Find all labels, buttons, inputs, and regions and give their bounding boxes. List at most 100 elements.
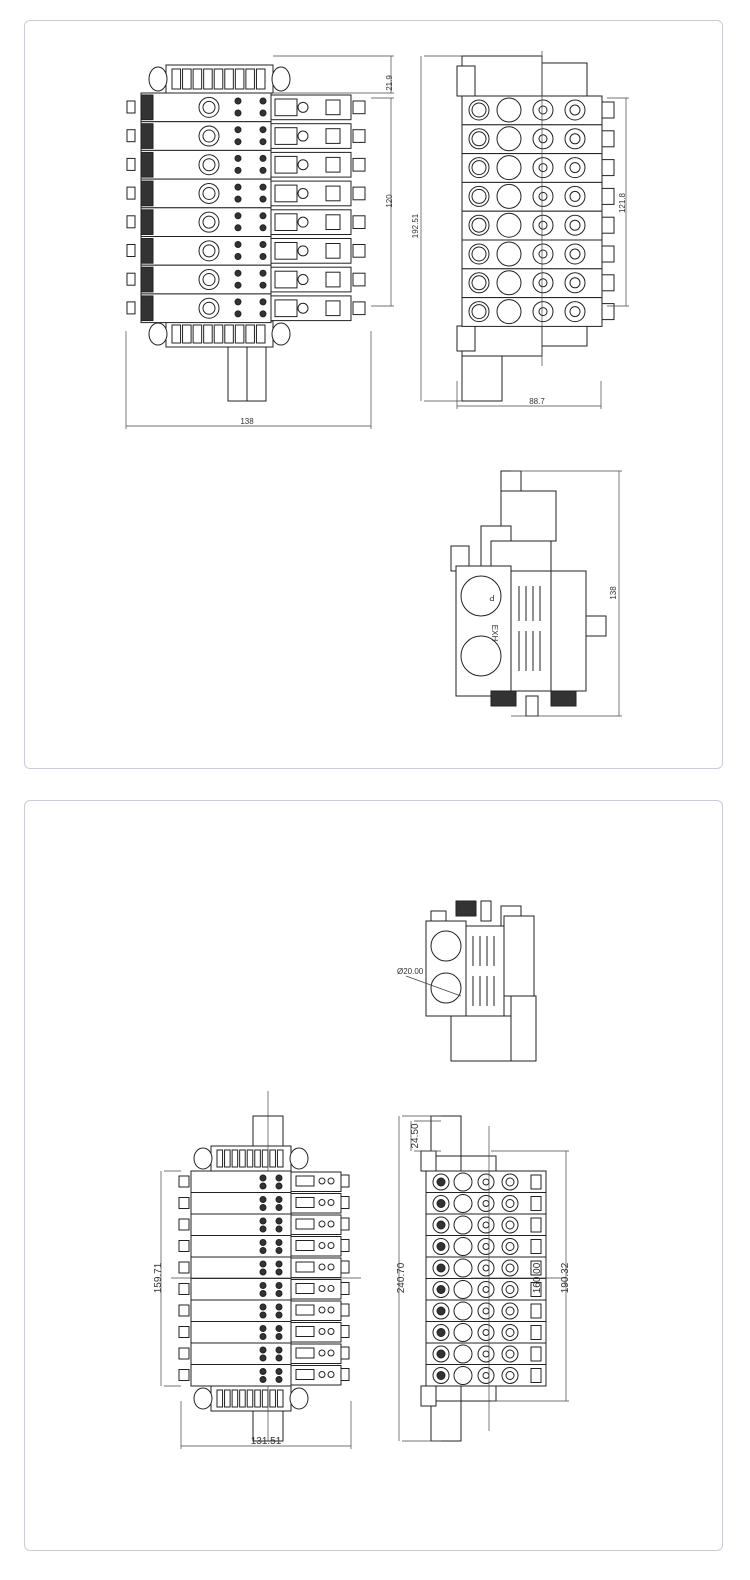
coil-center [569, 133, 581, 145]
plug [530, 1239, 542, 1254]
fin [213, 324, 224, 344]
screw [234, 138, 242, 146]
screw [275, 1268, 283, 1276]
coil-center [569, 219, 581, 231]
fin [254, 1149, 261, 1168]
led [327, 1242, 335, 1249]
screw [234, 281, 242, 289]
led [327, 1371, 335, 1378]
large-port [496, 155, 522, 181]
led [318, 1349, 326, 1357]
plug [352, 301, 366, 316]
led [327, 1263, 335, 1271]
screw [234, 212, 242, 220]
fin [182, 324, 192, 344]
fin [239, 1149, 246, 1168]
pilot-center [538, 307, 548, 317]
dimension-labels-1: 21.9 120 138 192.51 121.8 88.7 138 P EXH [240, 75, 627, 642]
connector [340, 1368, 350, 1381]
solenoid-nut [297, 130, 309, 142]
port-inner [471, 160, 487, 176]
large-port [453, 1215, 473, 1235]
port-inner [471, 246, 487, 262]
screw [259, 1260, 267, 1268]
fin [216, 1149, 224, 1168]
knurled-knob [140, 123, 154, 149]
led [318, 1285, 326, 1292]
port-label-p: P [489, 593, 494, 602]
fin [245, 68, 255, 90]
plug [601, 216, 615, 234]
large-port [453, 1172, 473, 1192]
screw [259, 1346, 267, 1354]
plug [352, 100, 366, 115]
screw [234, 298, 242, 306]
port-inner [471, 275, 487, 291]
screw [259, 1368, 267, 1375]
screw [259, 1239, 267, 1246]
coil-center [505, 1306, 515, 1316]
manual-override [178, 1326, 190, 1338]
screw [275, 1333, 283, 1340]
screw [275, 1182, 283, 1190]
plug [530, 1196, 542, 1211]
fin [234, 324, 245, 344]
solenoid-nut [297, 101, 309, 113]
port-inner [436, 1306, 446, 1316]
screw [259, 1174, 267, 1182]
large-port [453, 1301, 473, 1321]
coil-center [505, 1285, 515, 1294]
port-inner [436, 1349, 446, 1359]
led [327, 1199, 335, 1206]
coil-center [505, 1199, 515, 1208]
screw [234, 154, 242, 162]
screw [259, 1225, 267, 1233]
screw [234, 183, 242, 191]
valve-drawing-8-station [125, 51, 629, 717]
fin [224, 1149, 231, 1168]
solenoid-nut [297, 187, 309, 199]
coil [274, 184, 298, 203]
connector [340, 1260, 350, 1274]
connector [325, 214, 341, 231]
fin [192, 68, 203, 90]
coil-center [569, 190, 581, 202]
led [327, 1328, 335, 1335]
screw [275, 1217, 283, 1225]
screw [234, 126, 242, 134]
screw [275, 1346, 283, 1354]
screw [275, 1239, 283, 1246]
manual-override [178, 1283, 190, 1295]
fin [254, 1389, 261, 1408]
connector [340, 1303, 350, 1317]
display [295, 1175, 315, 1187]
mounting-ear [289, 1387, 309, 1410]
screw [275, 1204, 283, 1211]
knurled-knob [140, 238, 154, 264]
coil [274, 127, 298, 145]
screw [259, 269, 267, 277]
fin [216, 1389, 224, 1408]
manual-override [178, 1240, 190, 1252]
screw [275, 1174, 283, 1182]
plug [601, 274, 615, 292]
plug [530, 1303, 542, 1319]
drawing-panel-1: 21.9 120 138 192.51 121.8 88.7 138 P EXH [24, 20, 723, 769]
mounting-ear [289, 1147, 309, 1170]
screw [275, 1247, 283, 1254]
port-inner [471, 188, 487, 204]
led [318, 1177, 326, 1185]
port-inner [471, 102, 487, 118]
screw [259, 1247, 267, 1254]
screw [259, 97, 267, 105]
diameter-leader [405, 975, 462, 997]
port-inner [436, 1328, 446, 1337]
solenoid-nut [297, 245, 309, 257]
coil [274, 155, 298, 174]
port-inner [471, 131, 487, 147]
screw [259, 241, 267, 248]
dim-pitch-span: 159.71 [153, 1262, 164, 1293]
knurled-knob [455, 900, 477, 917]
fin [246, 1149, 254, 1168]
dim-side-height: 138 [609, 586, 618, 600]
